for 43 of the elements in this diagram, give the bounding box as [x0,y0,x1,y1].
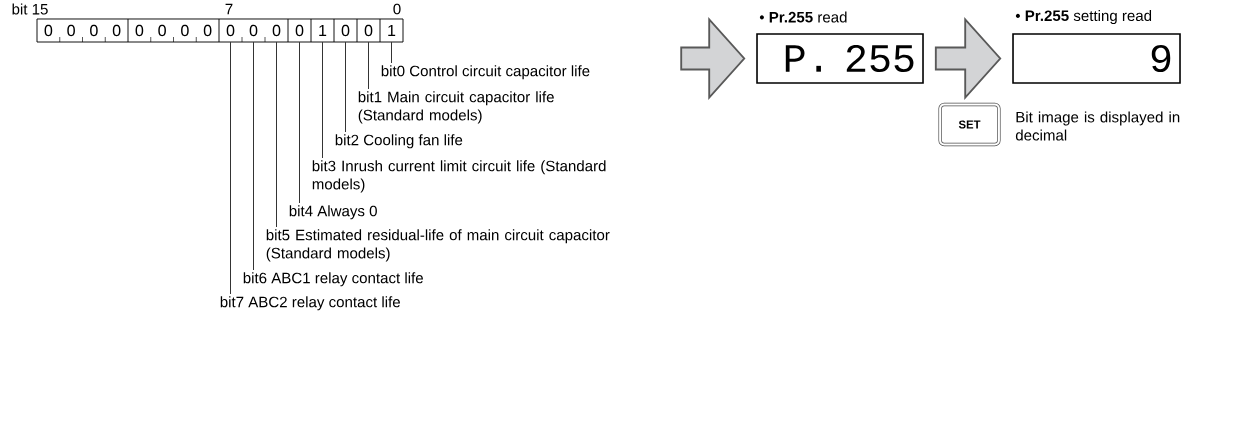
leader-line [230,41,231,295]
bit-description: bit3 Inrush current limit circuit life (Standard models) [312,160,606,193]
bit-value: 0 [67,24,75,37]
note-text: Bit image is displayed in decimal [1015,111,1180,141]
bit-description: bit0 Control circuit capacitor life [381,65,590,80]
bit-description: bit7 ABC2 relay contact life [220,296,400,311]
bit-number: 0 [393,3,401,15]
leader-line [391,41,392,64]
bit-value: 0 [272,24,281,37]
leader-line [299,41,300,204]
bit-value: 0 [181,24,189,37]
leader-line [276,41,277,228]
bit-value: 0 [158,24,166,37]
leader-line [322,41,323,159]
bit-value: 0 [112,24,121,37]
bit-value: 0 [249,24,258,37]
bit-value: 0 [341,24,350,37]
bit-value: 0 [226,24,235,37]
bit-value: 0 [364,24,373,37]
display-heading: • Pr.255 setting read [1015,10,1152,24]
bit-description: bit2 Cooling fan life [335,134,463,149]
bit-value: 0 [90,24,98,37]
lcd-display: P. 255 [756,33,924,84]
bit-description: bit5 Estimated residual-life of main circuit capacitor (Standard models) [266,229,610,262]
block-arrow [680,17,746,100]
bit-value: 0 [203,24,212,37]
bit-number: bit 15 [12,3,48,15]
bit-value: 0 [295,24,304,37]
bit-value: 1 [319,25,327,36]
bit-value: 0 [44,24,53,37]
bit-description: bit1 Main circuit capacitor life (Standard models) [358,91,554,124]
display-heading: • Pr.255 read [759,11,847,23]
leader-line [253,41,254,271]
lcd-display: 9 [1012,33,1181,84]
bit-value: 0 [135,24,144,37]
bit-number: 7 [225,3,233,15]
leader-line [368,41,369,90]
leader-line [345,41,346,133]
bit-description: bit6 ABC1 relay contact life [243,272,423,287]
block-arrow [934,17,1002,100]
set-button: SET [938,102,1001,147]
bit-description: bit4 Always 0 [289,205,377,220]
bit-value: 1 [388,25,396,36]
